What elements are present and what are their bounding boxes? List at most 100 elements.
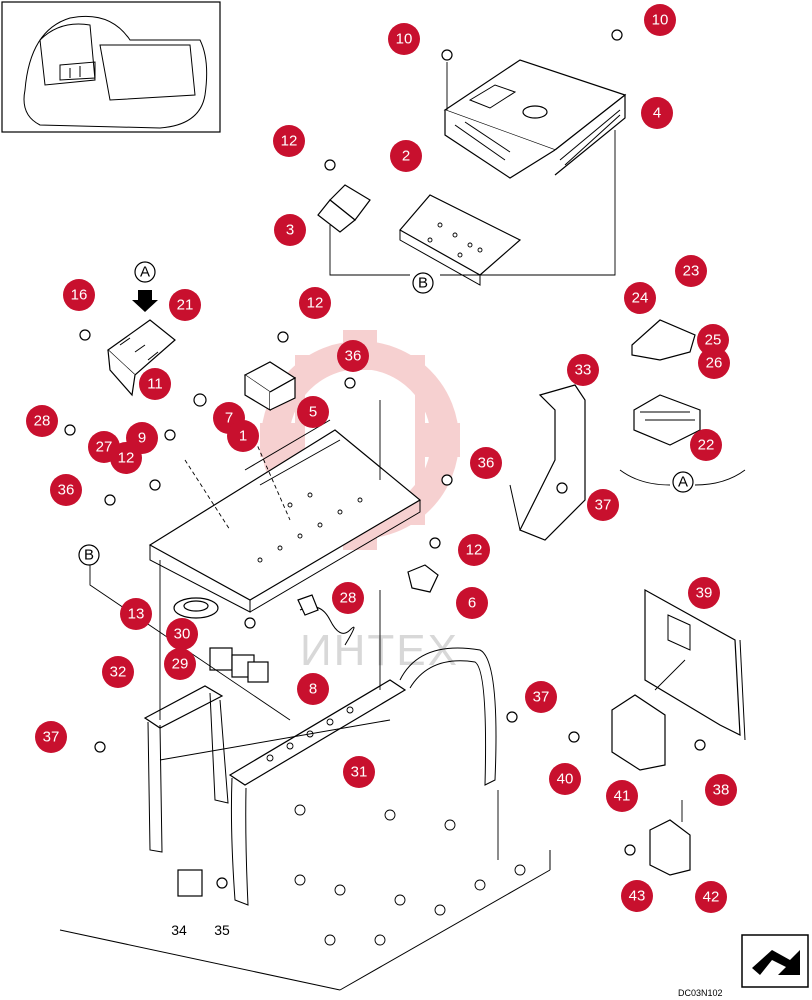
callout-39: 39 xyxy=(688,577,720,609)
svg-text:12: 12 xyxy=(466,542,483,559)
svg-text:B: B xyxy=(84,547,94,564)
callout-16: 16 xyxy=(63,279,95,311)
watermark-text: ИНТЕХ xyxy=(300,626,459,675)
svg-text:10: 10 xyxy=(652,12,669,29)
callout-6: 6 xyxy=(456,587,488,619)
controller-unit-4 xyxy=(443,59,627,179)
callout-24: 24 xyxy=(624,282,656,314)
svg-text:27: 27 xyxy=(96,439,113,456)
svg-text:16: 16 xyxy=(71,287,88,304)
callout-38: 38 xyxy=(705,774,737,806)
callout-8: 8 xyxy=(297,673,329,705)
svg-text:29: 29 xyxy=(172,656,189,673)
view-letter-b-top: B xyxy=(412,272,434,294)
module-42 xyxy=(649,819,691,876)
svg-text:37: 37 xyxy=(595,497,612,514)
label-34: 34 xyxy=(171,922,187,938)
callout-36b: 36 xyxy=(50,474,82,506)
svg-text:12: 12 xyxy=(307,295,324,312)
svg-text:10: 10 xyxy=(396,31,413,48)
callout-30: 30 xyxy=(166,618,198,650)
svg-text:40: 40 xyxy=(557,771,574,788)
svg-text:33: 33 xyxy=(575,362,592,379)
callout-29: 29 xyxy=(164,648,196,680)
svg-text:3: 3 xyxy=(286,222,294,239)
relay-block-21 xyxy=(107,319,176,397)
plate-bracket-2 xyxy=(399,194,522,286)
main-plate-1 xyxy=(148,419,422,613)
svg-text:25: 25 xyxy=(705,332,722,349)
svg-text:28: 28 xyxy=(340,590,357,607)
callout-3: 3 xyxy=(274,214,306,246)
svg-text:42: 42 xyxy=(703,889,720,906)
callout-28a: 28 xyxy=(26,405,58,437)
cab-floor xyxy=(59,719,551,991)
svg-text:B: B xyxy=(418,275,428,292)
callout-33: 33 xyxy=(567,354,599,386)
callout-12c: 12 xyxy=(110,442,142,474)
view-arrow-a xyxy=(132,290,158,312)
fuse-box-22 xyxy=(633,394,701,446)
drawing-code: DC03N102 xyxy=(678,988,723,998)
svg-text:22: 22 xyxy=(698,437,715,454)
svg-text:8: 8 xyxy=(309,681,317,698)
svg-text:24: 24 xyxy=(632,290,649,307)
callout-40: 40 xyxy=(549,763,581,795)
svg-text:A: A xyxy=(678,474,688,491)
callout-2: 2 xyxy=(390,140,422,172)
module-41 xyxy=(611,694,666,771)
callout-10a: 10 xyxy=(388,23,420,55)
svg-text:43: 43 xyxy=(629,888,646,905)
sensor-3 xyxy=(317,184,371,233)
svg-text:4: 4 xyxy=(653,105,661,122)
callout-43: 43 xyxy=(621,880,653,912)
callout-22: 22 xyxy=(690,429,722,461)
svg-text:9: 9 xyxy=(138,430,146,447)
detail-a-bracket xyxy=(619,469,746,486)
orientation-arrow-icon xyxy=(741,934,809,988)
svg-text:12: 12 xyxy=(281,133,298,150)
leader-lines xyxy=(89,62,686,860)
bracket-39 xyxy=(644,588,746,741)
svg-text:31: 31 xyxy=(351,764,368,781)
callout-37c: 37 xyxy=(525,681,557,713)
callout-25: 25 xyxy=(697,324,729,356)
callout-36c: 36 xyxy=(470,447,502,479)
harness-8 xyxy=(297,594,355,646)
callout-5: 5 xyxy=(297,396,329,428)
svg-text:2: 2 xyxy=(402,148,410,165)
callout-32: 32 xyxy=(102,656,134,688)
callout-37b: 37 xyxy=(35,721,67,753)
svg-text:12: 12 xyxy=(118,450,135,467)
callout-12a: 12 xyxy=(273,125,305,157)
locator-inset xyxy=(1,1,221,133)
bracket-33 xyxy=(509,384,586,541)
frame-32 xyxy=(143,685,229,853)
bolt-fasteners xyxy=(64,29,706,889)
callout-41: 41 xyxy=(606,780,638,812)
callout-13: 13 xyxy=(120,598,152,630)
svg-text:6: 6 xyxy=(468,595,476,612)
view-letter-a-top: A xyxy=(134,261,156,283)
callout-23: 23 xyxy=(675,255,707,287)
module-box-5 xyxy=(243,361,297,412)
svg-text:5: 5 xyxy=(309,404,317,421)
svg-text:26: 26 xyxy=(706,355,723,372)
svg-text:38: 38 xyxy=(713,782,730,799)
callout-12d: 12 xyxy=(458,534,490,566)
fuse-cover-24 xyxy=(631,319,696,361)
svg-text:39: 39 xyxy=(696,585,713,602)
svg-text:7: 7 xyxy=(225,410,233,427)
callout-11: 11 xyxy=(139,368,171,400)
callout-42: 42 xyxy=(695,881,727,913)
svg-text:36: 36 xyxy=(478,455,495,472)
svg-text:37: 37 xyxy=(533,689,550,706)
svg-text:28: 28 xyxy=(34,413,51,430)
relay-34 xyxy=(177,869,203,897)
callout-12b: 12 xyxy=(299,287,331,319)
svg-text:32: 32 xyxy=(110,664,127,681)
bracket-6 xyxy=(407,564,439,593)
svg-text:11: 11 xyxy=(147,376,163,393)
svg-text:36: 36 xyxy=(58,482,75,499)
callout-4: 4 xyxy=(641,97,673,129)
